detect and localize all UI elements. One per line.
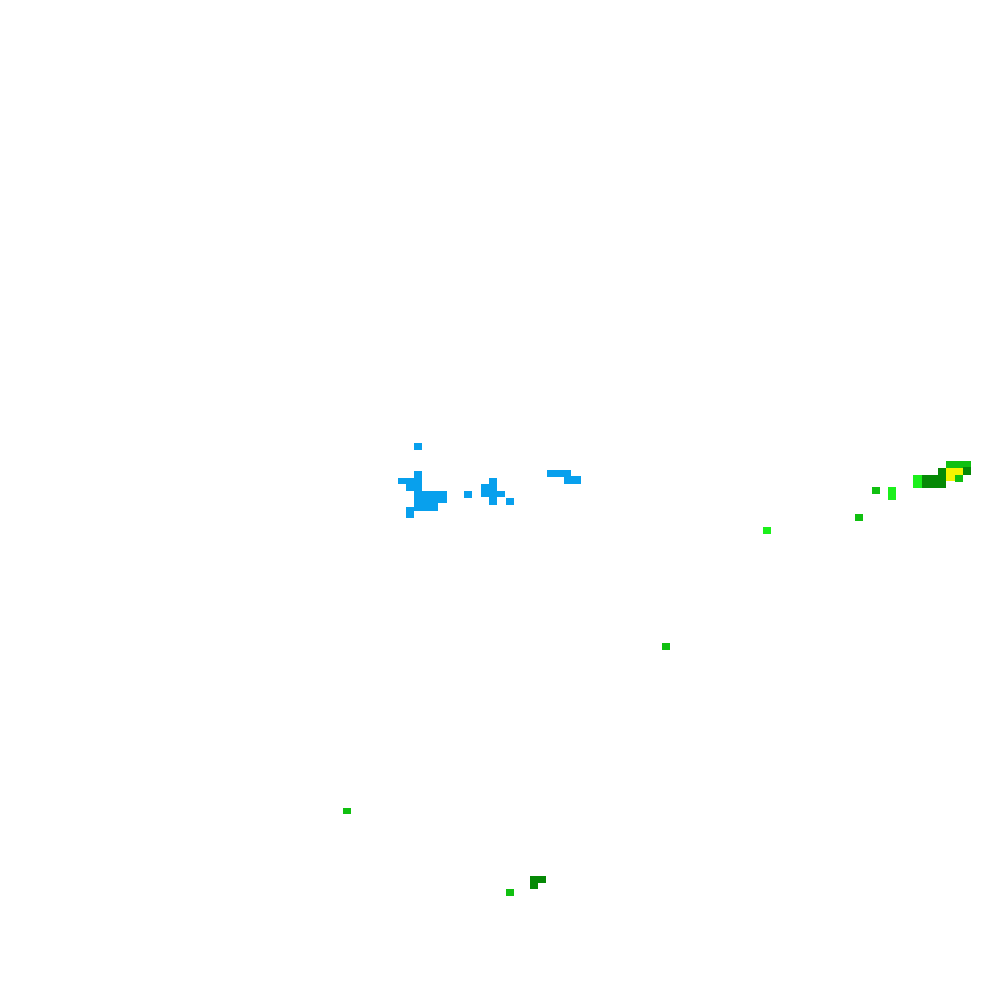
echo-cell [547, 470, 571, 477]
echo-cell [506, 498, 514, 505]
echo-cell [489, 497, 497, 505]
echo-cell [414, 471, 422, 478]
echo-cell [464, 491, 472, 498]
echo-cell [414, 503, 438, 511]
precipitation-cluster-blue [398, 443, 581, 518]
echo-cell [414, 491, 447, 503]
echo-cell [763, 527, 771, 534]
precipitation-cluster-right [763, 461, 971, 534]
echo-cell [963, 467, 971, 475]
echo-cell [662, 643, 670, 650]
echo-cell [406, 484, 422, 491]
echo-cell [946, 461, 971, 468]
echo-cell [872, 487, 880, 494]
echo-cell [530, 883, 538, 889]
echo-cell [506, 889, 514, 896]
echo-cell [946, 475, 955, 481]
echo-cell [489, 491, 505, 497]
echo-cell [489, 478, 497, 485]
echo-cell [888, 487, 896, 500]
echo-cell [530, 876, 546, 883]
echo-cell [398, 478, 422, 484]
echo-cell [913, 475, 922, 488]
echo-cell [564, 476, 581, 484]
echo-cell [855, 514, 863, 521]
echo-cell [343, 808, 351, 814]
echo-cell [946, 468, 963, 475]
echo-cell [938, 468, 946, 475]
echo-cell [414, 443, 422, 450]
precipitation-cluster-lower [343, 643, 670, 896]
echo-cell [406, 507, 414, 518]
echo-cell [922, 475, 946, 488]
echo-cell [955, 475, 963, 482]
